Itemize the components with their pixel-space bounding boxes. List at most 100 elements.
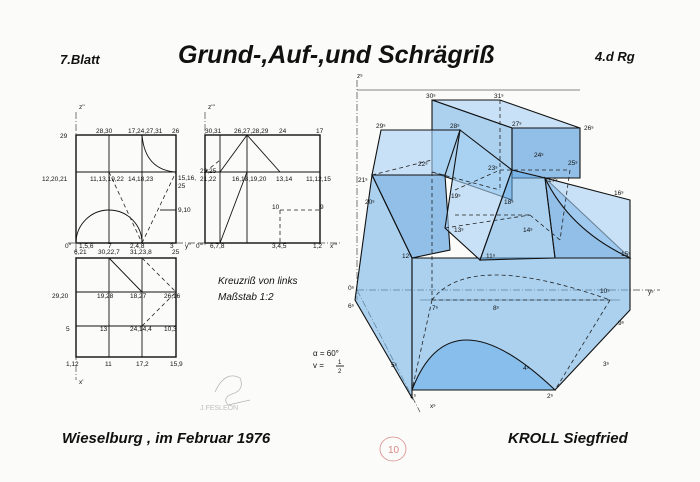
label: 15,9 (170, 361, 183, 368)
grade-stamp: 10 (388, 445, 400, 456)
label: 0''' (196, 243, 203, 250)
label: z''' (208, 104, 215, 111)
label: 6,21 (74, 249, 87, 256)
point-label: 12ˢ (402, 253, 412, 260)
point-label: 20ˢ (365, 199, 375, 206)
side-elevation-view: z''' 30,31 26,27,28,29 24 17 23,25 21,22… (196, 104, 340, 250)
label: 2,4,8 (130, 243, 145, 250)
outline-rect (75, 257, 177, 358)
point-label: 24ˢ (534, 152, 544, 159)
label: 17,2 (136, 361, 149, 368)
label: 13,14 (276, 176, 293, 183)
label: 25 (172, 249, 180, 256)
label: 31,23,8 (130, 249, 152, 256)
point-label: 1ˢ (410, 393, 417, 400)
label: 15,16, (178, 175, 196, 182)
place-date: Wieselburg , im Februar 1976 (62, 430, 271, 447)
label: 30,31 (205, 128, 222, 135)
point-label: 21ˢ (358, 177, 368, 184)
point-label: 16ˢ (614, 190, 624, 197)
label: 16,18,19,20 (232, 176, 267, 183)
point-label: 5ˢ (391, 362, 398, 369)
point-label: 13ˢ (454, 227, 464, 234)
face (479, 169, 556, 261)
label: 3 (170, 243, 174, 250)
face (354, 173, 413, 401)
label: 1,12 (66, 361, 79, 368)
point-label: 8ˢ (493, 305, 500, 312)
author-name: KROLL Siegfried (508, 430, 629, 447)
outline-rect (204, 134, 321, 244)
label: 7 (108, 243, 112, 250)
pencil-signature: J.FESLEON (200, 375, 251, 412)
label: 0ˢ (348, 285, 355, 292)
point-label: 4ˢ (523, 365, 530, 372)
label: 11 (105, 361, 112, 368)
label: x' (79, 379, 84, 386)
label: 26 (172, 128, 180, 135)
label: 11,12,15 (306, 176, 331, 183)
label: z'' (79, 104, 85, 111)
label: 30,22,7 (98, 249, 120, 256)
label: 21,22 (200, 176, 217, 183)
point-label: 11ˢ (486, 253, 496, 260)
drawing-title: Grund-,Auf-,und Schrägriß (178, 41, 495, 69)
label: 5 (66, 326, 70, 333)
class-label: 4.d Rg (594, 49, 635, 64)
point-label: 28ˢ (450, 123, 460, 130)
face (371, 129, 461, 176)
label: 12,20,21 (42, 176, 68, 183)
signature-text: J.FESLEON (200, 405, 238, 412)
label: xˢ (430, 403, 436, 410)
point-label: 30ˢ (426, 93, 436, 100)
label: 26,27,28,29 (234, 128, 269, 135)
sheet-number: 7.Blatt (60, 52, 100, 67)
point-label: 6ˢ (348, 303, 355, 310)
note-line-2: Maßstab 1:2 (218, 292, 274, 303)
point-label: 10ˢ (600, 288, 610, 295)
note-alpha: α = 60° (313, 349, 339, 358)
point-label: 9ˢ (618, 320, 625, 327)
note-v-num: 1 (338, 360, 342, 366)
label: 1,2 (313, 243, 322, 250)
point-label: 18ˢ (504, 199, 514, 206)
point-label: 26ˢ (584, 125, 594, 132)
label: zˢ (357, 73, 363, 80)
label: 18,27 (130, 293, 147, 300)
point-label: 7ˢ (432, 305, 439, 312)
point-label: 17ˢ (548, 177, 558, 184)
note-line-1: Kreuzriß von links (218, 276, 297, 287)
label: 9 (320, 204, 324, 211)
label: 11,13,19,22 (90, 176, 124, 183)
label: 0'' (65, 243, 71, 250)
note-v: v = (313, 361, 324, 370)
label: 23,25 (200, 168, 217, 175)
label: 17,24,27,31 (128, 128, 163, 135)
point-label: 22ˢ (418, 161, 428, 168)
point-label: 29ˢ (376, 123, 386, 130)
label: x''' (330, 243, 337, 250)
point-label: 19ˢ (451, 193, 461, 200)
point-label: 14ˢ (523, 227, 533, 234)
label: 29 (60, 133, 68, 140)
label: 29,20 (52, 293, 69, 300)
label: 14,18,23 (128, 176, 154, 183)
point-label: 31ˢ (494, 93, 504, 100)
outline-rect (75, 134, 177, 244)
plan-view: 6,21 30,22,7 31,23,8 25 29,20 19,28 18,2… (52, 245, 183, 386)
label: 24,14,4 (130, 326, 152, 333)
point-label: 2ˢ (547, 393, 554, 400)
label: 13 (100, 326, 108, 333)
label: 1,5,6 (79, 243, 94, 250)
point-label: 25ˢ (568, 160, 578, 167)
label: 24 (279, 128, 287, 135)
grade-stamp-circle (379, 436, 407, 462)
label: y'' (185, 243, 191, 250)
label: 10,3 (164, 326, 177, 333)
label: 10 (272, 204, 280, 211)
point-label: 23ˢ (488, 165, 498, 172)
point-label: 3ˢ (603, 361, 610, 368)
point-label: 15ˢ (621, 251, 631, 258)
label: 17 (316, 128, 324, 135)
